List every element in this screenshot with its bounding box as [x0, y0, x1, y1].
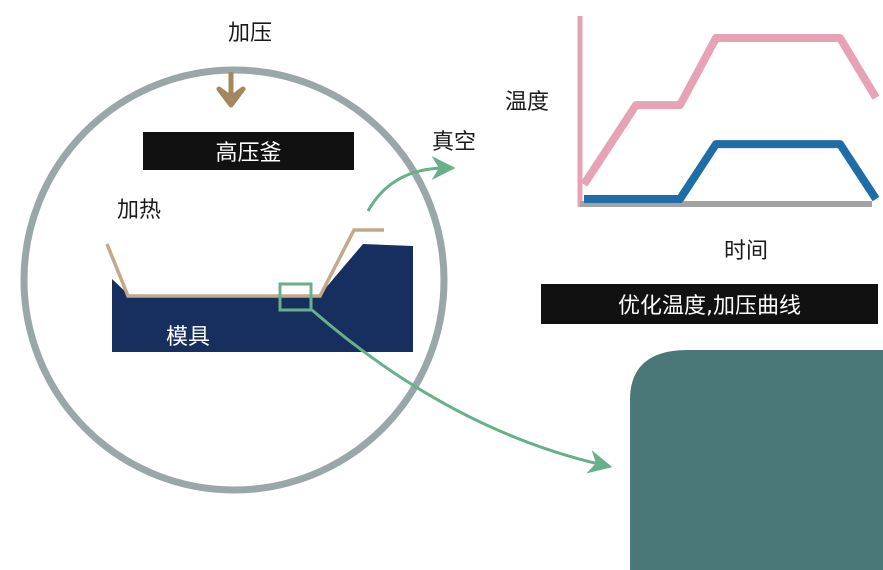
heating-label: 加热	[117, 198, 162, 223]
zoom-square	[278, 282, 313, 312]
time-axis-label: 时间	[724, 239, 769, 264]
optimize-bar: 优化温度,加压曲线	[541, 284, 878, 324]
vacuum-label: 真空	[432, 130, 477, 155]
pressure-curve	[584, 140, 880, 203]
autoclave-label: 高压釜	[215, 141, 282, 166]
autoclave-bar: 高压釜	[143, 132, 354, 170]
part-layup-line	[105, 228, 384, 298]
mold-block	[112, 244, 413, 352]
optimize-label: 优化温度,加压曲线	[618, 294, 801, 319]
vacuum-arrow-icon	[366, 156, 456, 212]
detail-block	[630, 350, 883, 570]
zoom-circle	[20, 66, 448, 494]
pressure-arrow-icon	[216, 72, 246, 108]
pressurize-label: 加压	[228, 21, 273, 46]
temperature-axis-label: 温度	[505, 90, 550, 115]
temperature-curve	[580, 34, 880, 187]
mold-label: 模具	[166, 325, 211, 350]
zoom-arrow-icon	[311, 308, 613, 474]
